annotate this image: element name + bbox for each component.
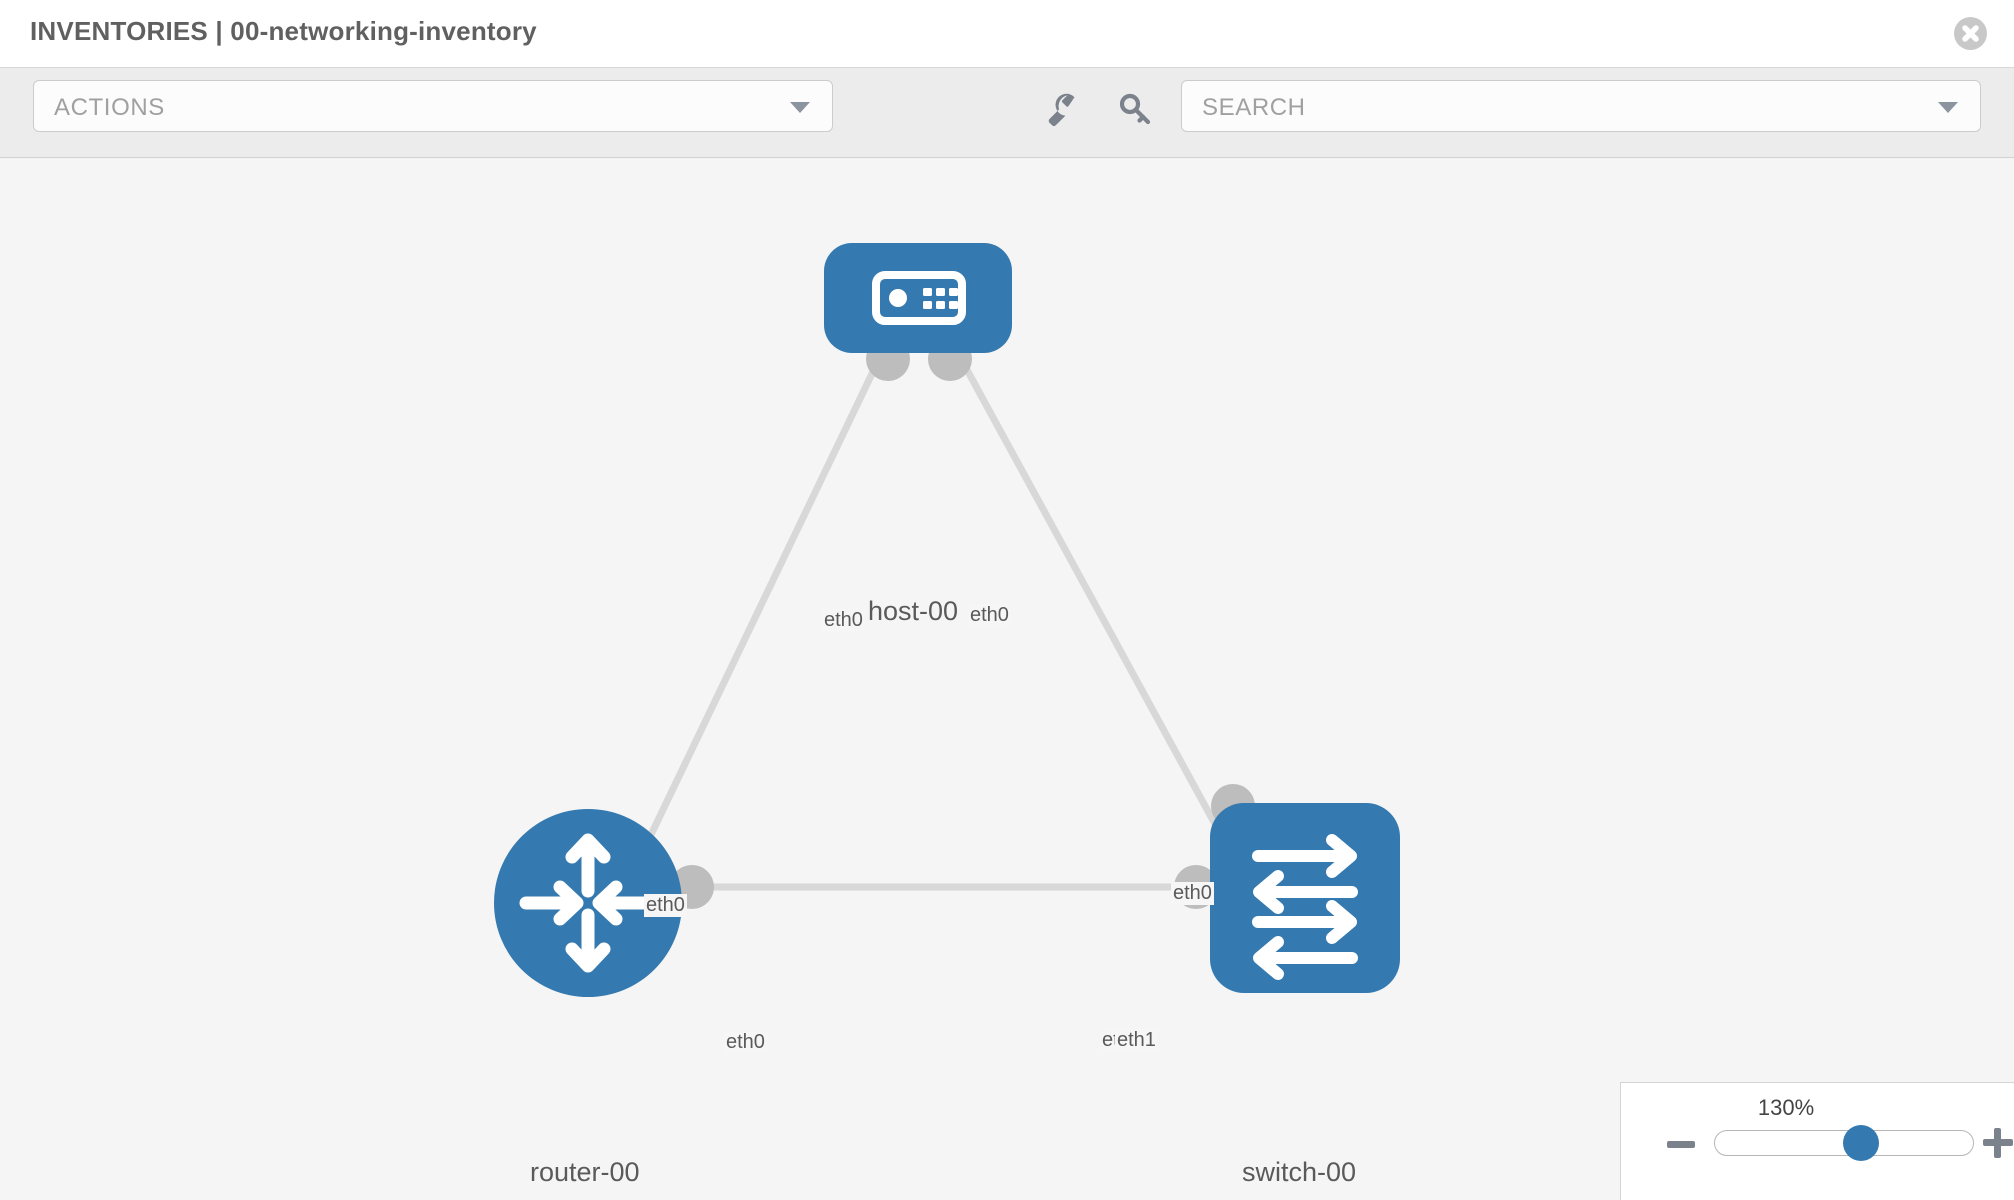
- switch-arrows-icon: [1252, 834, 1358, 980]
- node-label-router-00: router-00: [528, 1157, 642, 1188]
- link-label-router-eth0: eth0: [724, 1031, 767, 1054]
- key-icon[interactable]: [1114, 88, 1158, 132]
- node-router-00-shape: [494, 809, 682, 997]
- router-arrows-icon: [519, 833, 657, 973]
- edge-host-router: [621, 355, 884, 891]
- topology-canvas[interactable]: host-00 router-00 switch-00 eth0 eth0 et…: [0, 159, 2014, 1200]
- link-label-switch-eth1: eth1: [1115, 1029, 1158, 1052]
- server-icon: [872, 271, 966, 325]
- node-router-00: [494, 809, 682, 997]
- node-switch-00: [1210, 803, 1400, 993]
- link-label-router-uplink-eth0: eth0: [644, 894, 687, 917]
- minus-icon[interactable]: [1667, 1141, 1695, 1148]
- node-label-switch-00: switch-00: [1240, 1157, 1359, 1188]
- actions-dropdown-label: ACTIONS: [54, 94, 165, 121]
- link-label-host-eth0-right: eth0: [968, 604, 1011, 627]
- plus-icon[interactable]: [1983, 1128, 2013, 1158]
- page-header: INVENTORIES | 00-networking-inventory: [0, 0, 2014, 68]
- close-icon[interactable]: [1954, 17, 1987, 50]
- link-label-switch-uplink-eth0: eth0: [1171, 882, 1214, 905]
- topology-graph: [494, 243, 1400, 997]
- topology-edges: [621, 355, 1249, 891]
- chevron-down-icon: [790, 102, 810, 113]
- edge-host-switch: [956, 355, 1249, 881]
- actions-dropdown[interactable]: ACTIONS: [33, 80, 833, 132]
- node-label-host-00: host-00: [866, 596, 961, 627]
- zoom-slider-thumb[interactable]: [1843, 1125, 1879, 1161]
- topology-endpoints: [670, 337, 1255, 909]
- wrench-icon[interactable]: [1041, 88, 1085, 132]
- search-placeholder-label: SEARCH: [1202, 94, 1306, 121]
- page-title: INVENTORIES | 00-networking-inventory: [30, 16, 537, 46]
- node-host-00-shape: [824, 243, 1012, 353]
- node-host-00: [824, 243, 1012, 353]
- link-label-host-eth0-left: eth0: [822, 609, 865, 632]
- zoom-control-panel: 130%: [1620, 1082, 2014, 1200]
- zoom-level-label: 130%: [1757, 1095, 1815, 1120]
- search-input[interactable]: SEARCH: [1181, 80, 1981, 132]
- chevron-down-icon: [1938, 102, 1958, 113]
- zoom-slider[interactable]: [1714, 1125, 1974, 1161]
